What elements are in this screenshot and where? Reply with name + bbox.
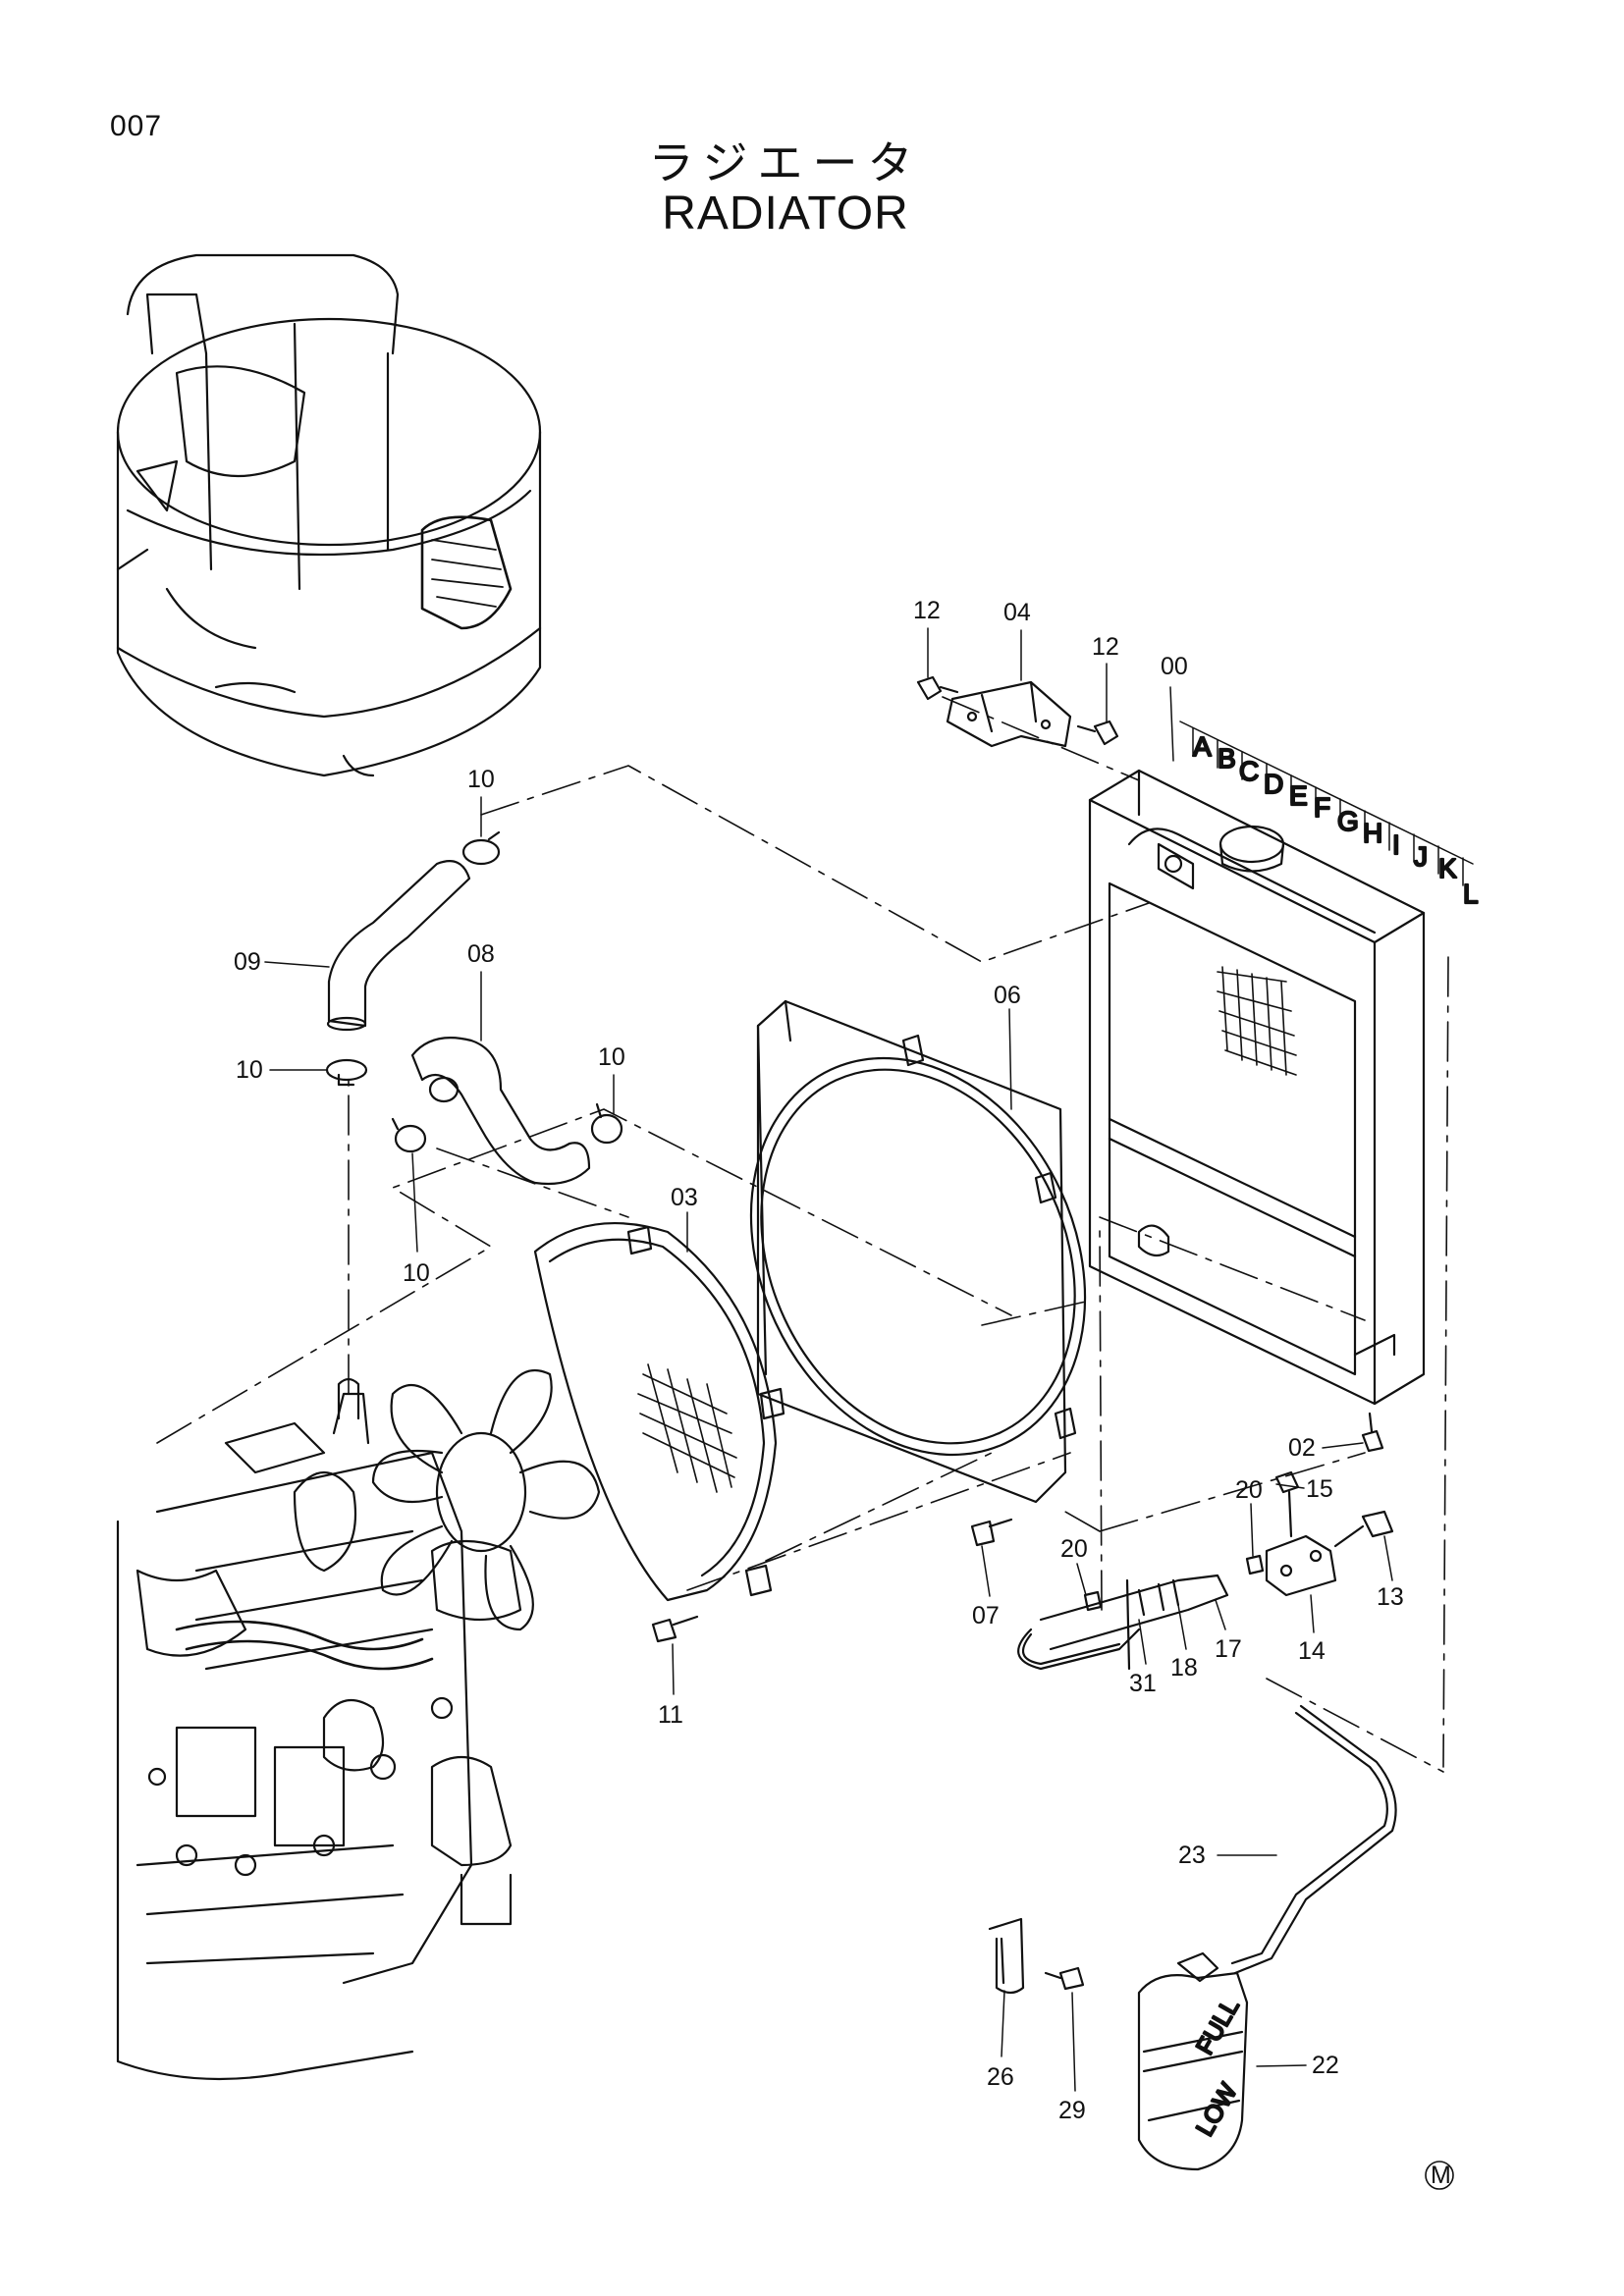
variant-code-B: B — [1218, 743, 1236, 774]
callout-12b: 12 — [1092, 633, 1119, 661]
excavator-illustration — [116, 253, 542, 777]
variant-code-A: A — [1193, 731, 1212, 762]
bolt-11 — [651, 1615, 699, 1643]
callout-10a: 10 — [467, 766, 495, 793]
callout-18: 18 — [1170, 1654, 1198, 1682]
clamps-10 — [325, 830, 623, 1153]
hose-09 — [326, 860, 471, 1032]
bracket-04 — [946, 680, 1072, 748]
variant-code-ladder: A B C D E F G H I J K L — [1179, 721, 1480, 910]
callout-00: 00 — [1161, 653, 1188, 680]
bracket-14 — [1265, 1534, 1337, 1597]
title-english: RADIATOR — [662, 187, 909, 240]
callout-04: 04 — [1003, 599, 1031, 626]
leader-lines — [264, 627, 1393, 2092]
callout-07: 07 — [972, 1602, 1000, 1629]
mark-letter: M — [1431, 2162, 1451, 2189]
nut-20-upper — [1245, 1554, 1265, 1575]
bolt-12-left — [916, 675, 959, 701]
bolt-02 — [1361, 1412, 1384, 1453]
callout-13: 13 — [1377, 1583, 1404, 1611]
tank-full-mark: FULL — [1191, 1994, 1245, 2059]
fan-guard-03 — [533, 1222, 785, 1602]
circled-m-mark: M — [1425, 2161, 1454, 2190]
callout-14: 14 — [1298, 1637, 1326, 1665]
callout-12a: 12 — [913, 597, 941, 624]
callout-10c: 10 — [598, 1043, 625, 1071]
bolt-15 — [1274, 1470, 1300, 1538]
callout-15: 15 — [1306, 1475, 1333, 1503]
callout-20b: 20 — [1060, 1535, 1088, 1563]
page-number: 007 — [110, 110, 163, 142]
bracket-26 — [988, 1917, 1025, 1995]
variant-code-C: C — [1239, 756, 1259, 786]
variant-code-I: I — [1392, 829, 1400, 860]
callout-09: 09 — [234, 948, 261, 976]
callout-26: 26 — [987, 2063, 1014, 2091]
callout-10d: 10 — [403, 1259, 430, 1287]
callout-10b: 10 — [236, 1056, 263, 1084]
hose-08 — [410, 1037, 591, 1186]
callout-29: 29 — [1058, 2097, 1086, 2124]
callout-22: 22 — [1312, 2052, 1339, 2079]
callout-23: 23 — [1178, 1842, 1206, 1869]
variant-code-E: E — [1289, 780, 1308, 811]
callout-11: 11 — [658, 1701, 683, 1729]
variant-code-J: J — [1414, 841, 1428, 872]
callout-08: 08 — [467, 940, 495, 968]
variant-code-D: D — [1264, 769, 1283, 799]
bolt-12-right — [1076, 720, 1119, 746]
overflow-hose-23 — [1230, 1704, 1397, 1975]
variant-code-K: K — [1438, 853, 1457, 883]
callout-03: 03 — [671, 1184, 698, 1211]
variant-code-H: H — [1363, 818, 1382, 848]
engine-illustration — [116, 1368, 601, 2081]
wing-bolt-13 — [1333, 1510, 1394, 1548]
variant-code-F: F — [1314, 792, 1330, 823]
callout-06: 06 — [994, 982, 1021, 1009]
nut-20-lower — [1083, 1590, 1103, 1612]
reserve-tank-22: FULL LOW — [1137, 1951, 1249, 2171]
callout-labels: 12 04 12 00 10 09 08 10 10 06 03 10 02 2… — [234, 597, 1404, 2124]
callout-02: 02 — [1288, 1434, 1316, 1462]
callout-20a: 20 — [1235, 1476, 1263, 1504]
variant-code-L: L — [1463, 879, 1479, 909]
callout-31: 31 — [1129, 1670, 1157, 1697]
title-japanese: ラジエータ — [648, 136, 923, 189]
variant-code-G: G — [1337, 806, 1359, 836]
bolt-07 — [970, 1518, 1013, 1547]
callout-17: 17 — [1215, 1635, 1242, 1663]
assembly-dash-lines — [156, 696, 1449, 1773]
radiator-core — [1088, 769, 1426, 1406]
drain-valve-assembly — [1017, 1574, 1229, 1671]
cooling-fan — [371, 1368, 601, 1631]
bolt-29 — [1044, 1966, 1085, 1991]
fan-shroud-06 — [749, 999, 1087, 1504]
